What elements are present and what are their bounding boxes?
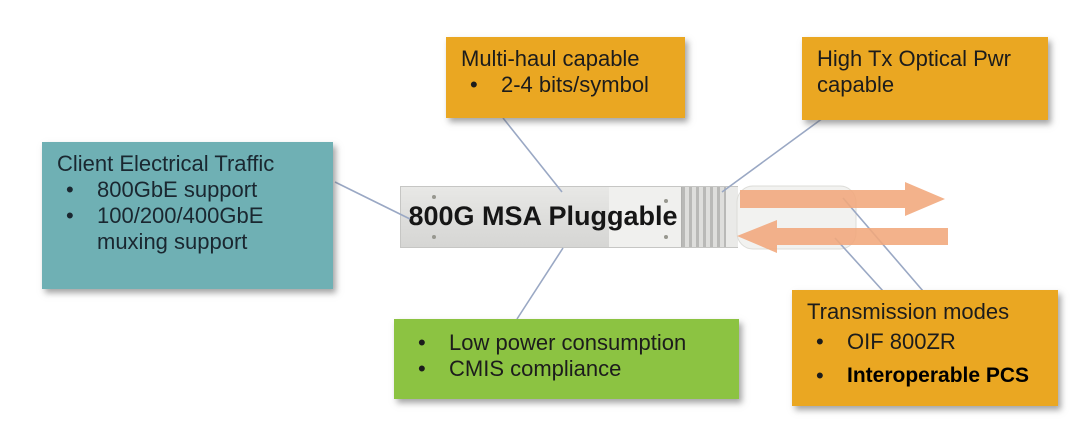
bullet-item: 100/200/400GbE muxing support [57,203,321,255]
module-screw [432,235,436,239]
module-label: 800G MSA Pluggable [408,201,678,231]
bullet-icon [461,72,501,98]
module-screw [664,235,668,239]
callout-title: High Tx Optical Pwr capable [817,46,1011,97]
rx-direction-arrow-icon [737,220,948,253]
callout-low-power: Low power consumption CMIS compliance [394,319,739,399]
bullet-item: CMIS compliance [409,356,727,382]
bullet-item: OIF 800ZR [807,329,1046,355]
bullet-item: Interoperable PCS [807,363,1046,389]
tx-direction-arrow-icon [740,182,945,216]
connector-line-transmission-2 [842,197,924,292]
module-screw [664,199,668,203]
bullet-icon [57,203,97,255]
callout-high-tx-optical-pwr: High Tx Optical Pwr capable [802,37,1048,120]
connector-line-client [334,181,411,220]
callout-title: Client Electrical Traffic [57,151,275,176]
callout-transmission-modes: Transmission modes OIF 800ZR Interoperab… [792,290,1058,406]
bullet-icon [807,363,847,389]
bullet-icon [57,177,97,203]
module-end-cap [726,187,738,247]
transceiver-module-image: 800G MSA Pluggable [400,186,738,248]
module-light-section [609,187,681,247]
connector-line-lowpower [516,247,564,320]
bullet-item: 800GbE support [57,177,321,203]
bullet-item: 2-4 bits/symbol [461,72,673,98]
callout-multi-haul: Multi-haul capable 2-4 bits/symbol [446,37,685,118]
callout-title: Transmission modes [807,299,1010,324]
connector-line-transmission-1 [834,237,884,292]
bullet-icon [409,330,449,356]
module-screw [432,195,436,199]
module-connector-fins [681,187,726,247]
bullet-icon [409,356,449,382]
bullet-icon [807,329,847,355]
bullet-item: Low power consumption [409,330,727,356]
callout-title: Multi-haul capable [461,46,640,71]
module-boot [736,185,857,250]
callout-client-electrical-traffic: Client Electrical Traffic 800GbE support… [42,142,333,289]
connector-line-multihaul [502,117,563,193]
connector-line-hightx [721,117,824,193]
